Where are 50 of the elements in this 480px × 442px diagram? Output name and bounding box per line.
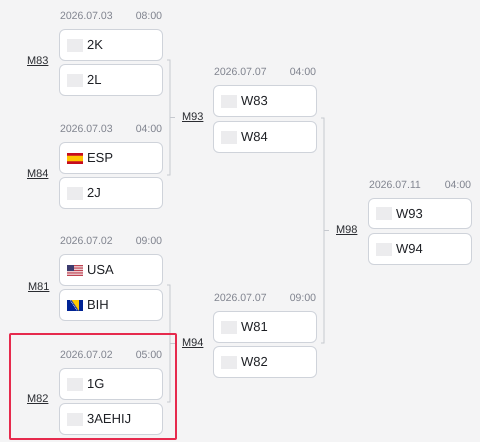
match-link: M83 bbox=[27, 54, 48, 68]
match-date: 2026.07.03 bbox=[60, 122, 113, 136]
match-time: 09:00 bbox=[290, 291, 316, 305]
match-date: 2026.07.11 bbox=[369, 178, 421, 192]
team-slot bbox=[213, 121, 317, 153]
team-slot bbox=[368, 198, 472, 229]
team-slot bbox=[213, 346, 317, 378]
team-name: 3AEHIJ bbox=[87, 411, 132, 427]
team-name: 2L bbox=[87, 72, 102, 88]
team-name: BIH bbox=[87, 297, 109, 313]
match-date: 2026.07.07 bbox=[214, 65, 267, 79]
match-link: M93 bbox=[182, 110, 204, 124]
team-slot bbox=[59, 177, 163, 209]
team-name: W94 bbox=[396, 241, 423, 257]
match-time: 04:00 bbox=[444, 178, 471, 192]
match-date: 2026.07.02 bbox=[60, 234, 113, 248]
match-link: M82 bbox=[27, 392, 48, 406]
match-date: 2026.07.02 bbox=[60, 348, 113, 362]
team-slot bbox=[59, 289, 163, 321]
team-slot bbox=[59, 64, 163, 96]
match-date: 2026.07.03 bbox=[60, 9, 113, 23]
team-name: W82 bbox=[241, 354, 268, 370]
highlight-frame bbox=[9, 333, 177, 440]
match-link: M81 bbox=[28, 280, 50, 294]
team-slot bbox=[59, 142, 163, 174]
match-time: 04:00 bbox=[136, 122, 162, 136]
team-name: 2K bbox=[87, 37, 103, 53]
team-slot bbox=[213, 311, 317, 343]
match-link: M94 bbox=[182, 336, 204, 350]
team-slot bbox=[59, 254, 163, 286]
team-name: 1G bbox=[87, 376, 104, 392]
team-name: ESP bbox=[87, 150, 114, 166]
team-slot bbox=[59, 29, 163, 61]
team-name: W81 bbox=[241, 319, 268, 335]
team-slot bbox=[59, 368, 163, 400]
match-time: 09:00 bbox=[136, 234, 162, 248]
team-name: W83 bbox=[241, 93, 268, 109]
team-slot bbox=[213, 85, 317, 117]
team-name: W93 bbox=[396, 206, 423, 222]
match-link: M98 bbox=[336, 223, 358, 237]
match-time: 05:00 bbox=[136, 348, 162, 362]
match-time: 08:00 bbox=[136, 9, 162, 23]
team-name: 2J bbox=[87, 185, 101, 201]
match-date: 2026.07.07 bbox=[214, 291, 267, 305]
team-slot bbox=[368, 233, 472, 265]
team-name: W84 bbox=[241, 129, 268, 145]
match-time: 04:00 bbox=[290, 65, 316, 79]
team-slot bbox=[59, 403, 163, 435]
team-name: USA bbox=[87, 262, 114, 278]
match-link: M84 bbox=[27, 167, 48, 181]
